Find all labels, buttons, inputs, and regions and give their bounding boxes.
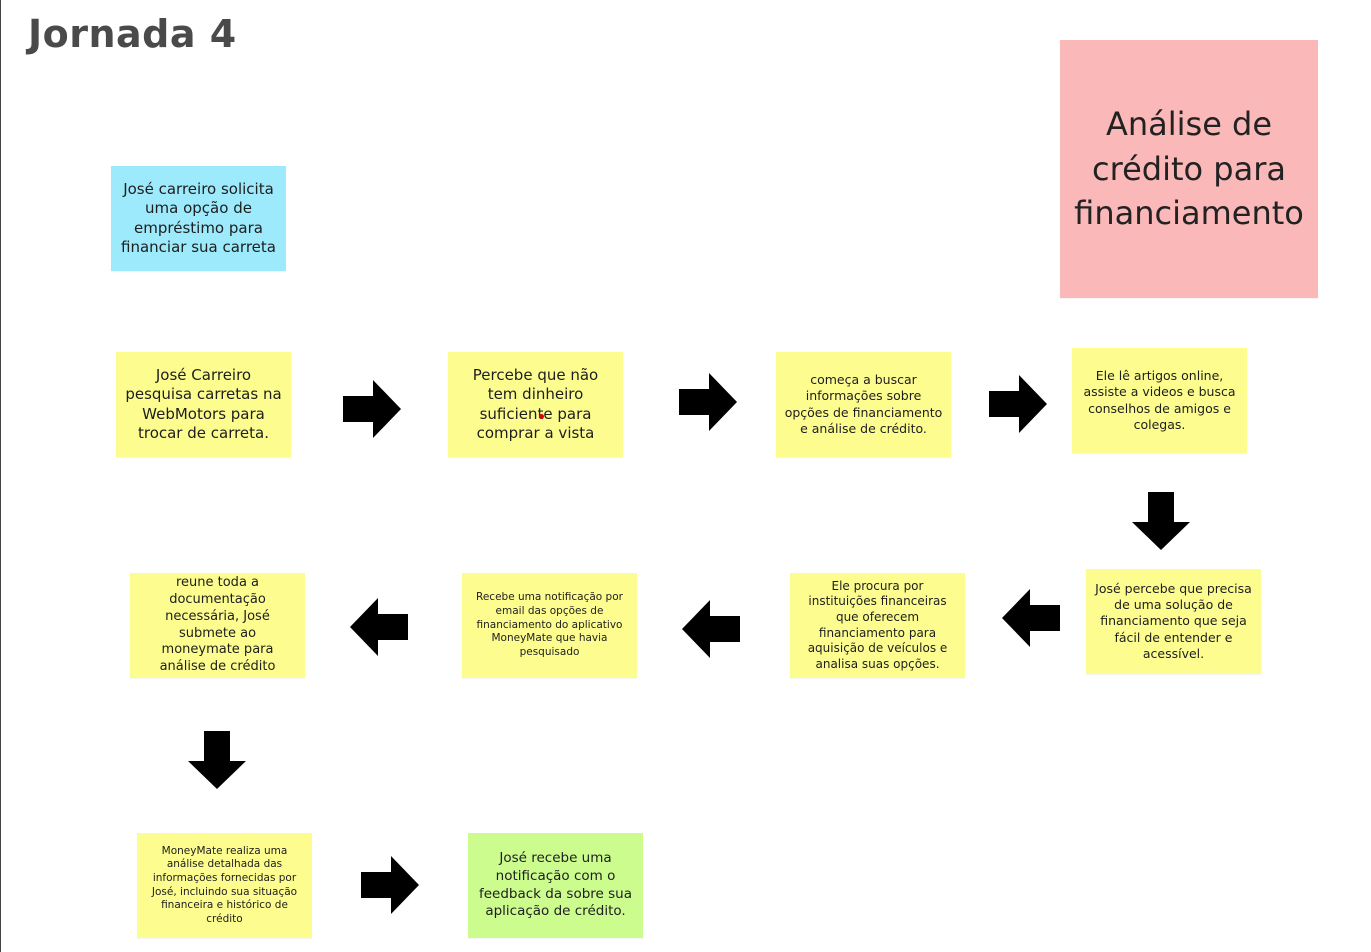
sticky-note-step-7[interactable]: Recebe uma notificação por email das opç…	[462, 573, 637, 678]
sticky-note-step-2[interactable]: Percebe que não tem dinheiro suficiente …	[448, 352, 623, 457]
sticky-note-step-6[interactable]: Ele procura por instituições financeiras…	[790, 573, 965, 678]
sticky-note-intro[interactable]: José carreiro solicita uma opção de empr…	[111, 166, 286, 271]
sticky-note-step-9[interactable]: MoneyMate realiza uma análise detalhada …	[137, 833, 312, 938]
arrow-right-icon	[679, 373, 737, 431]
arrow-down-icon	[188, 731, 246, 789]
arrow-right-icon	[361, 856, 419, 914]
arrow-left-icon	[1002, 589, 1060, 647]
sticky-note-step-1[interactable]: José Carreiro pesquisa carretas na WebMo…	[116, 352, 291, 457]
sticky-note-step-5[interactable]: José percebe que precisa de uma solução …	[1086, 569, 1261, 674]
arrow-right-icon	[989, 375, 1047, 433]
arrow-left-icon	[682, 600, 740, 658]
arrow-right-icon	[343, 380, 401, 438]
sticky-note-step-10[interactable]: José recebe uma notificação com o feedba…	[468, 833, 643, 938]
sticky-note-step-4[interactable]: Ele lê artigos online, assiste a videos …	[1072, 348, 1247, 453]
arrow-left-icon	[350, 598, 408, 656]
page-title: Jornada 4	[28, 12, 237, 56]
cursor-dot	[539, 414, 544, 419]
arrow-down-icon	[1132, 492, 1190, 550]
sticky-note-header[interactable]: Análise de crédito para financiamento	[1060, 40, 1318, 298]
sticky-note-step-3[interactable]: começa a buscar informações sobre opções…	[776, 352, 951, 457]
sticky-note-step-8[interactable]: reune toda a documentação necessária, Jo…	[130, 573, 305, 678]
